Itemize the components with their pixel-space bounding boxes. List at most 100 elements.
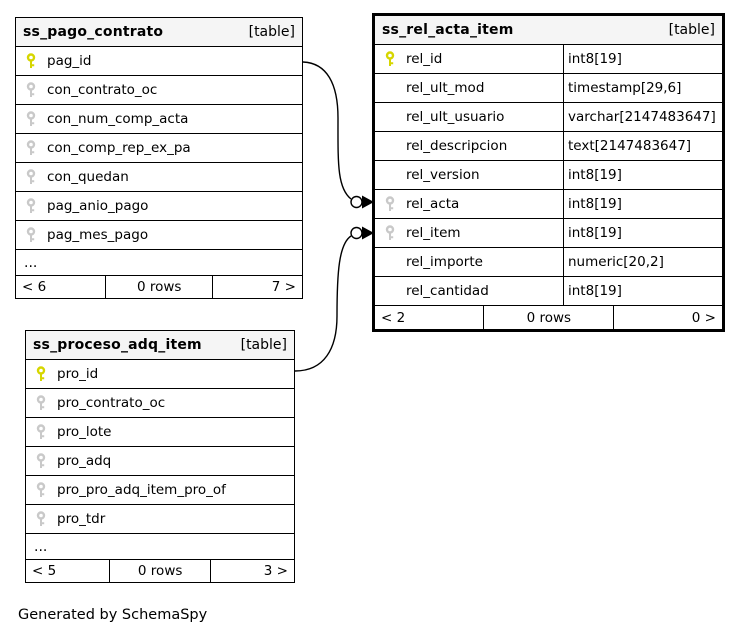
key-icon [25,111,38,127]
column-type: int8[19] [568,283,622,299]
column-name: pag_id [47,53,92,69]
primary-key-icon [25,53,38,69]
column-row: con_contrato_oc [16,76,302,105]
column-name: pro_id [57,366,99,382]
column-row: pro_id [26,360,294,389]
column-name: pro_pro_adq_item_pro_of [57,482,226,498]
key-icon [25,198,38,214]
more-columns-ellipsis: ... [26,534,294,560]
column-row: rel_importe numeric[20,2] [375,248,722,277]
column-name: rel_ult_mod [406,80,485,96]
column-name: rel_cantidad [406,283,489,299]
column-name: pro_adq [57,453,112,469]
column-row: pro_pro_adq_item_pro_of [26,476,294,505]
crowsfoot-arrow-icon [362,195,374,209]
column-row: pag_anio_pago [16,192,302,221]
column-name: rel_version [406,167,480,183]
pager-next-count: 0 > [691,309,716,326]
primary-key-icon [384,51,397,67]
column-name: rel_item [406,225,461,241]
pager-row-count: 0 rows [106,276,214,298]
key-icon [35,395,48,411]
column-type: timestamp[29,6] [568,80,682,96]
table-title[interactable]: ss_proceso_adq_item [33,337,202,353]
column-type: int8[19] [568,196,622,212]
key-icon [35,453,48,469]
pager-prev-count: < 6 [16,276,107,298]
table-header[interactable]: ss_rel_acta_item [table] [375,16,722,45]
key-icon [384,196,397,212]
column-name: con_num_comp_acta [47,111,189,127]
column-name: rel_acta [406,196,460,212]
relationship-connector-pag-id-to-rel-acta [302,61,352,200]
column-row: pag_mes_pago [16,221,302,250]
key-icon [35,424,48,440]
column-name: pag_anio_pago [47,198,149,214]
table-type-badge: [table] [248,24,295,40]
key-icon [25,82,38,98]
column-row: pro_lote [26,418,294,447]
generated-by-note: Generated by SchemaSpy [18,607,208,623]
key-icon [35,482,48,498]
column-name: rel_ult_usuario [406,109,505,125]
column-row: rel_descripcion text[2147483647] [375,132,722,161]
column-name: rel_id [406,51,443,67]
column-name: con_contrato_oc [47,82,158,98]
column-name: rel_importe [406,254,483,270]
column-row: con_comp_rep_ex_pa [16,134,302,163]
column-name: pro_contrato_oc [57,395,166,411]
column-type: varchar[2147483647] [568,109,716,125]
column-row: pro_contrato_oc [26,389,294,418]
column-row: rel_version int8[19] [375,161,722,190]
column-name: rel_descripcion [406,138,508,154]
table-type-badge: [table] [668,22,715,38]
column-name: pro_lote [57,424,112,440]
key-icon [384,225,397,241]
table-pager: < 2 0 rows 0 > [375,306,722,329]
pager-row-count: 0 rows [484,306,615,329]
column-row: pro_tdr [26,505,294,534]
key-icon [25,227,38,243]
key-icon [25,140,38,156]
table-pager: < 6 0 rows 7 > [16,276,302,298]
column-row: rel_ult_usuario varchar[2147483647] [375,103,722,132]
key-icon [35,511,48,527]
column-type: int8[19] [568,167,622,183]
zero-or-one-circle-icon [350,195,363,209]
table-node-ss-proceso-adq-item: ss_proceso_adq_item [table] pro_id pro_c… [25,330,295,583]
column-row: rel_ult_mod timestamp[29,6] [375,74,722,103]
relationship-connector-pro-id-to-rel-item [294,235,352,372]
table-node-ss-pago-contrato: ss_pago_contrato [table] pag_id con_cont… [15,17,303,299]
key-icon [25,169,38,185]
table-pager: < 5 0 rows 3 > [26,560,294,582]
column-row: con_num_comp_acta [16,105,302,134]
column-type: int8[19] [568,225,622,241]
column-name: con_comp_rep_ex_pa [47,140,191,156]
column-name: pro_tdr [57,511,106,527]
table-title[interactable]: ss_pago_contrato [23,24,164,40]
zero-or-one-circle-icon [350,226,363,240]
column-name: pag_mes_pago [47,227,149,243]
pager-next-count: 3 > [263,563,288,579]
column-row: pag_id [16,47,302,76]
pager-prev-count: < 5 [26,560,111,582]
primary-key-icon [35,366,48,382]
column-type: int8[19] [568,51,622,67]
pager-prev-count: < 2 [375,306,485,329]
column-row: pro_adq [26,447,294,476]
column-type: text[2147483647] [568,138,692,154]
table-header[interactable]: ss_pago_contrato [table] [16,18,302,47]
column-row: rel_acta int8[19] [375,190,722,219]
table-title[interactable]: ss_rel_acta_item [382,22,514,38]
column-row: rel_cantidad int8[19] [375,277,722,306]
table-header[interactable]: ss_proceso_adq_item [table] [26,331,294,360]
pager-next-count: 7 > [271,279,296,295]
column-type: numeric[20,2] [568,254,664,270]
pager-row-count: 0 rows [110,560,211,582]
column-row: con_quedan [16,163,302,192]
column-name: con_quedan [47,169,129,185]
table-node-ss-rel-acta-item: ss_rel_acta_item [table] rel_id int8[19]… [372,13,725,332]
more-columns-ellipsis: ... [16,250,302,276]
column-row: rel_id int8[19] [375,45,722,74]
